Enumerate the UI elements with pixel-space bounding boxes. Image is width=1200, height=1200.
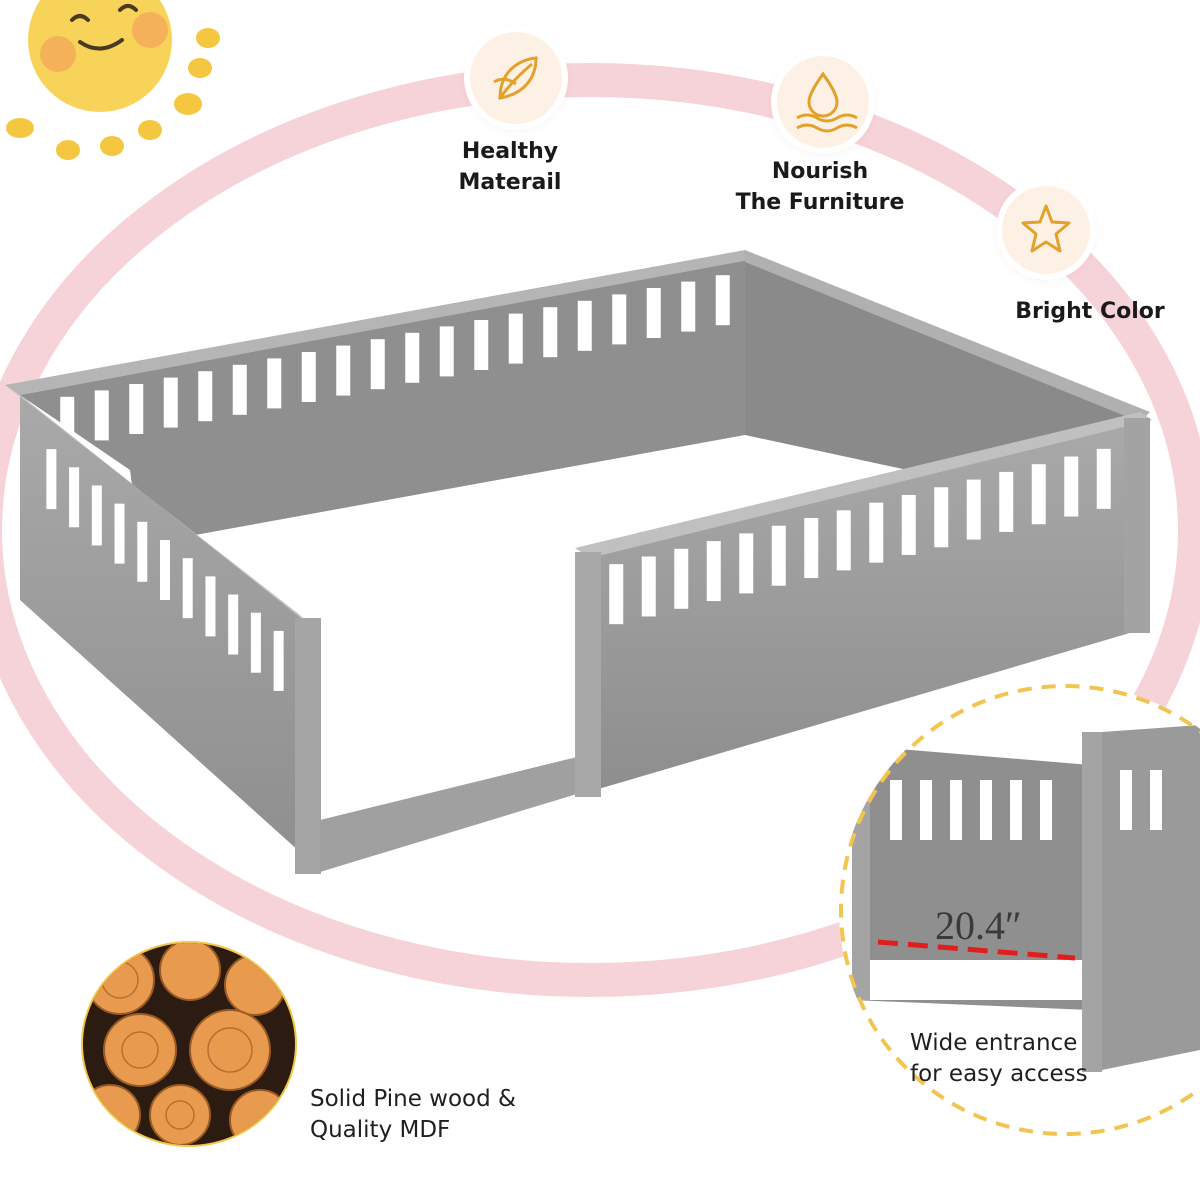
feature-line: Materail xyxy=(458,170,562,195)
leaf-icon xyxy=(493,56,538,100)
sun-illustration xyxy=(6,0,220,160)
slat-gap xyxy=(405,332,420,383)
entrance-caption: Wide entrance for easy access xyxy=(910,1028,1088,1090)
star-icon xyxy=(1021,204,1071,253)
slat-gap xyxy=(543,307,558,358)
leaf-icon-circle xyxy=(470,32,562,124)
slat-gap xyxy=(715,275,730,326)
slat-gap xyxy=(999,471,1014,532)
slat-gap xyxy=(681,281,696,332)
slat-gap xyxy=(1064,456,1079,517)
slat-gap xyxy=(771,525,786,586)
slat-gap xyxy=(137,521,148,582)
feature-line: The Furniture xyxy=(735,190,905,215)
slat-gap xyxy=(674,548,689,609)
slat-gap xyxy=(706,541,721,602)
slat-gap xyxy=(198,371,213,422)
slat-gap xyxy=(182,558,193,619)
slat-gap xyxy=(228,594,239,655)
slat-gap xyxy=(129,384,144,434)
caption-line: Quality MDF xyxy=(310,1117,451,1143)
slat-gap xyxy=(646,288,661,338)
slat-gap xyxy=(46,449,57,510)
slat-gap xyxy=(160,540,170,600)
slat-gap xyxy=(232,364,247,415)
slat-gap xyxy=(609,564,624,625)
slat-gap xyxy=(336,345,351,396)
slat-gap xyxy=(641,556,656,617)
entrance-measurement: 20.4″ xyxy=(935,903,1022,948)
slat-gap xyxy=(966,479,981,540)
star-icon-circle xyxy=(1002,186,1090,274)
caption-line: for easy access xyxy=(910,1061,1088,1087)
slat-gap xyxy=(69,467,80,528)
slat-gap xyxy=(1096,448,1111,509)
slat-gap xyxy=(370,339,385,390)
slat-gap xyxy=(869,502,884,563)
slat-gap xyxy=(301,352,316,402)
slat-gap xyxy=(163,377,178,428)
caption-line: Wide entrance xyxy=(910,1030,1078,1056)
slat-gap xyxy=(94,390,109,441)
slat-gap xyxy=(804,518,819,579)
slat-gap xyxy=(267,358,282,409)
slat-gap xyxy=(577,300,592,351)
slat-gap xyxy=(273,630,284,691)
slat-gap xyxy=(250,612,261,673)
water-drop-icon xyxy=(796,71,858,133)
slat-gap xyxy=(739,533,754,594)
water-drop-icon-circle xyxy=(777,56,869,148)
slat-gap xyxy=(114,503,125,564)
floor-bed-frame-image xyxy=(5,250,1152,874)
slat-gap xyxy=(836,510,851,571)
entrance-detail-image xyxy=(839,684,1200,1136)
wood-logs-image xyxy=(81,941,297,1147)
feature-line: Nourish xyxy=(771,159,869,184)
slat-gap xyxy=(91,485,102,546)
slat-gap xyxy=(439,326,454,377)
caption-line: Solid Pine wood & xyxy=(310,1086,516,1112)
slat-gap xyxy=(474,320,489,370)
feature-label-healthy: Healthy Materail xyxy=(430,136,590,198)
feature-line: Healthy xyxy=(461,139,559,164)
feature-line: Bright Color xyxy=(1015,299,1165,324)
slat-gap xyxy=(205,576,216,637)
feature-label-bright-color: Bright Color xyxy=(1000,296,1180,327)
slat-gap xyxy=(934,487,949,548)
feature-label-nourish: Nourish The Furniture xyxy=(720,156,920,218)
material-caption: Solid Pine wood & Quality MDF xyxy=(310,1084,516,1146)
slat-gap xyxy=(1031,464,1046,525)
slat-gap xyxy=(508,313,523,364)
slat-gap xyxy=(612,294,627,345)
slat-gap xyxy=(901,494,916,555)
